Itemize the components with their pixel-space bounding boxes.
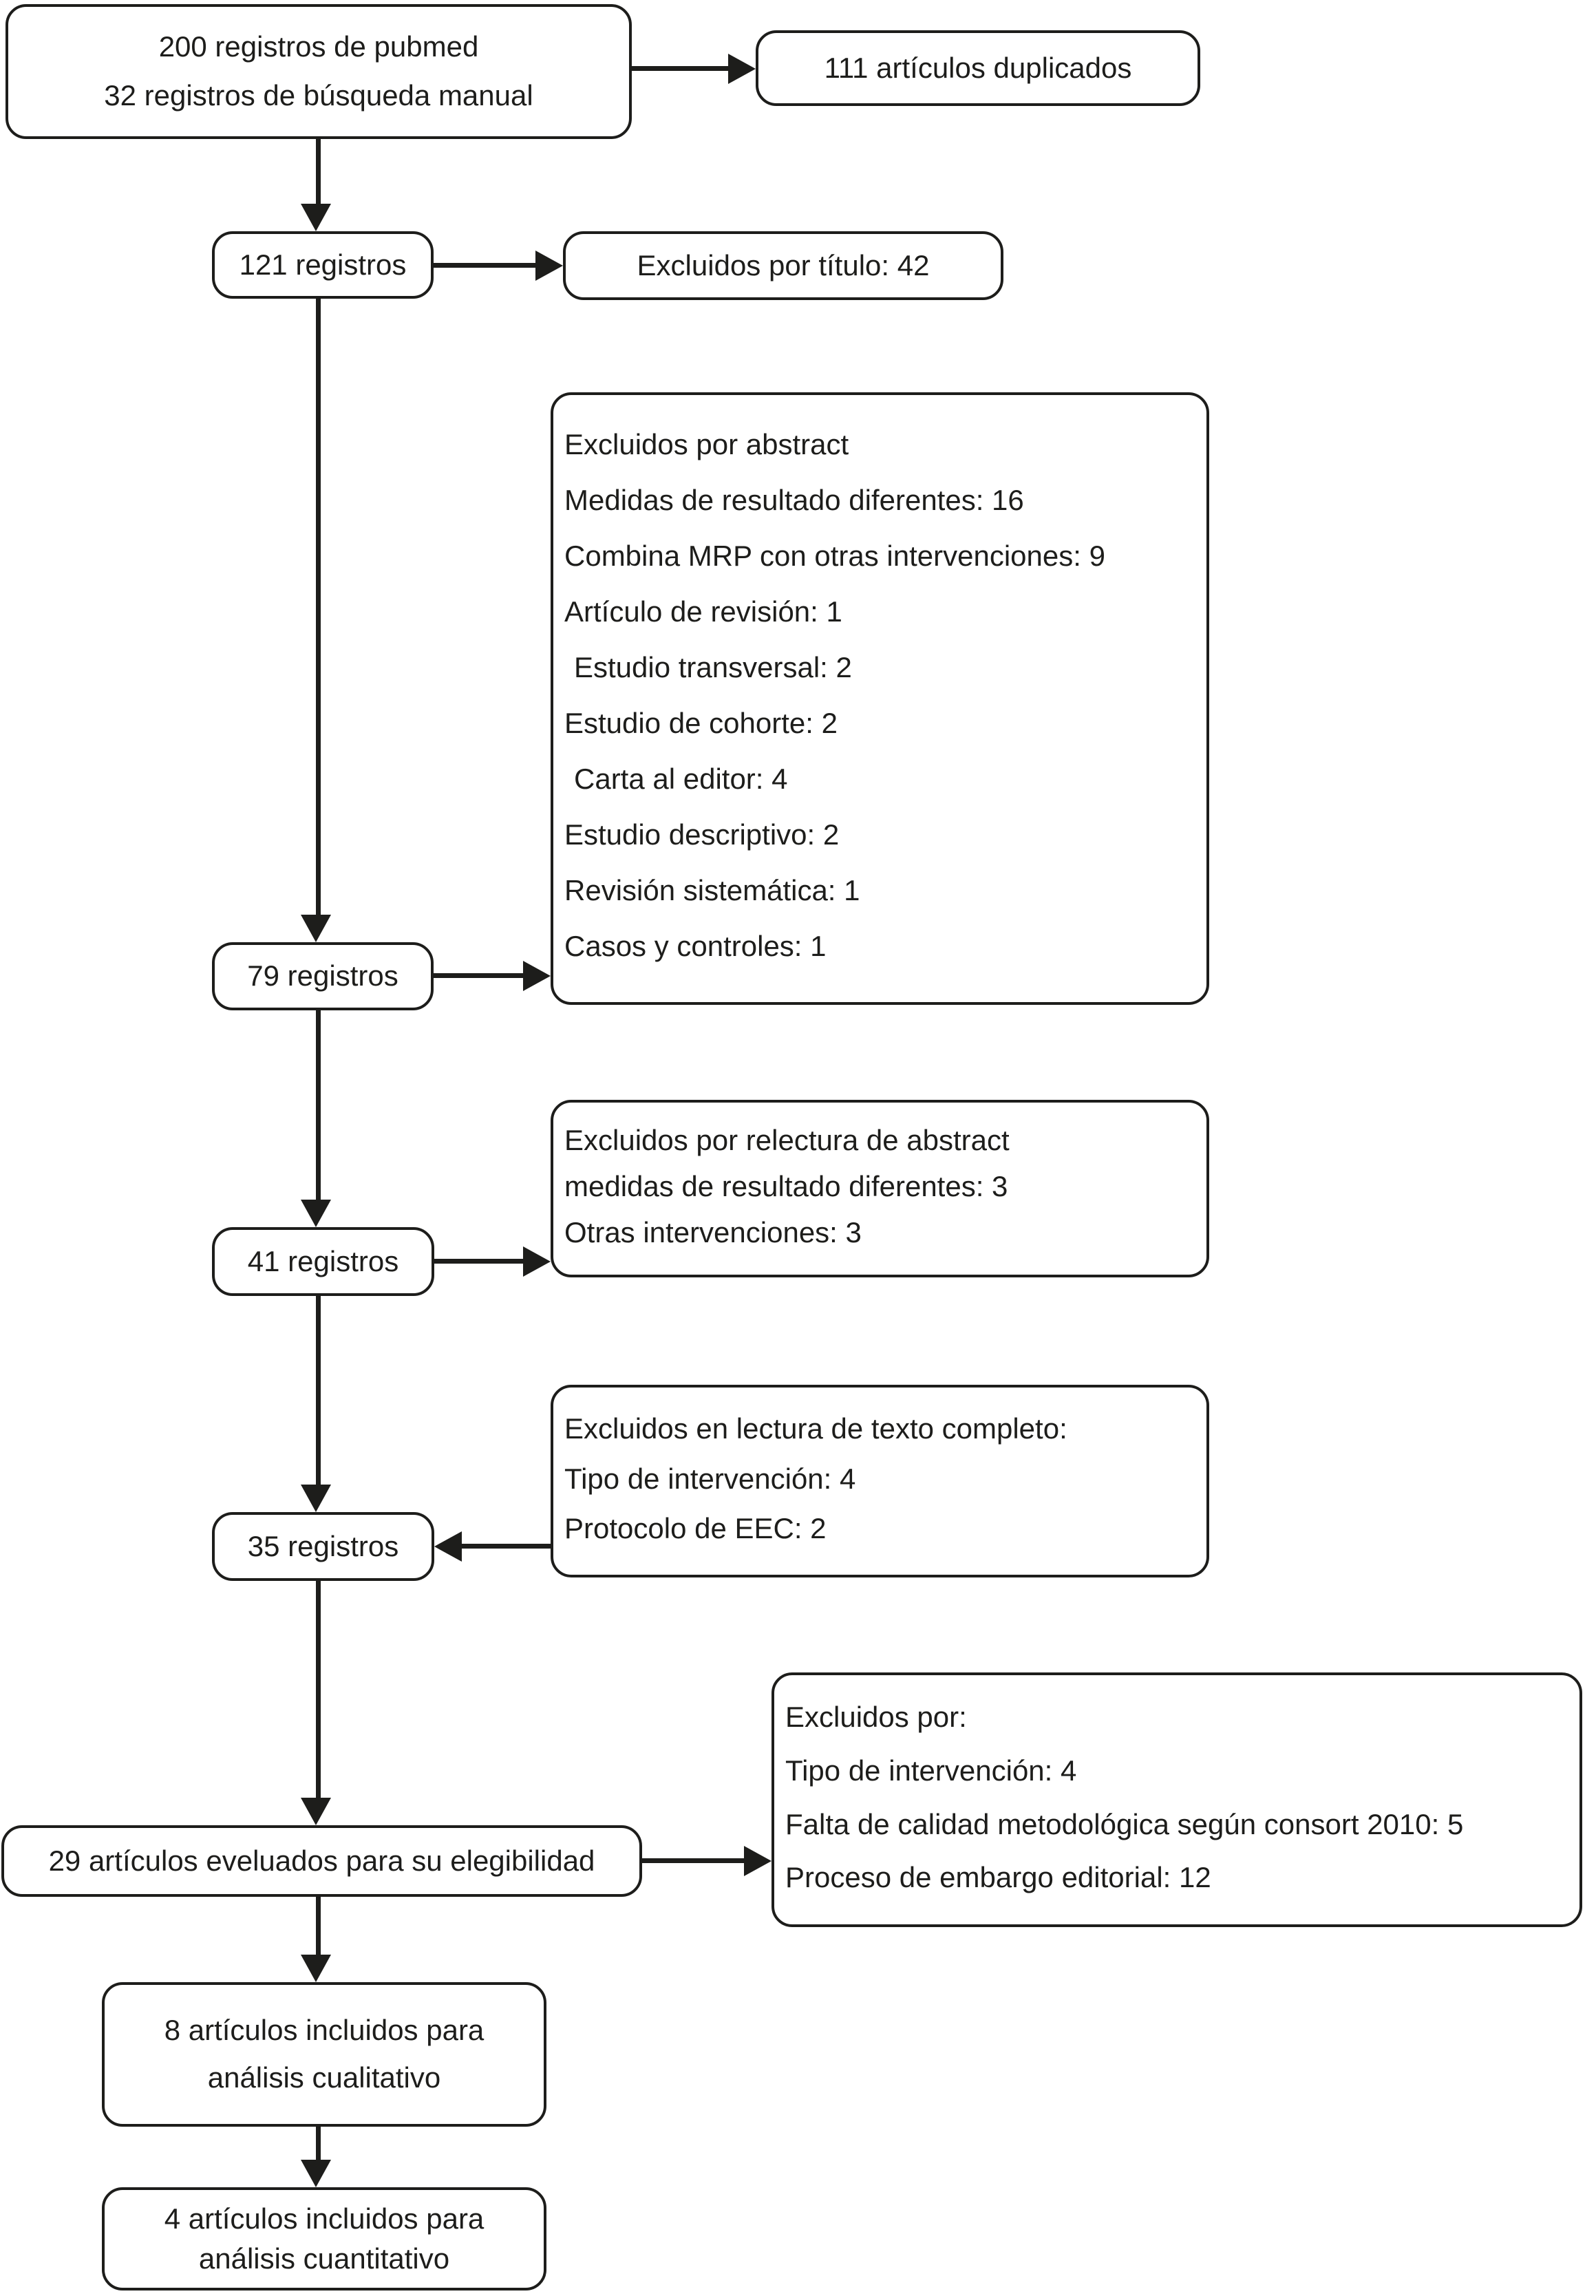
node-text-line: Proceso de embargo editorial: 12: [785, 1861, 1211, 1894]
node-text-line: Falta de calidad metodológica según cons…: [785, 1807, 1464, 1840]
connector-excluded-fulltext-to-records-35: [460, 1544, 551, 1549]
flow-node-records-41: 41 registros: [212, 1227, 434, 1296]
flow-node-records-79: 79 registros: [212, 942, 434, 1010]
node-text-line: 200 registros de pubmed: [158, 30, 479, 63]
node-text-line: Excluidos por relectura de abstract: [564, 1123, 1010, 1156]
node-text-line: Casos y controles: 1: [564, 930, 827, 963]
node-text-line: 41 registros: [247, 1244, 399, 1277]
arrowhead-down-icon: [301, 1200, 331, 1227]
node-text-line: 8 artículos incluidos para: [164, 2014, 485, 2047]
arrowhead-right-icon: [523, 1246, 551, 1277]
connector-eligible-29-to-qualitative-8: [316, 1897, 321, 1957]
flow-node-assessed-for-eligibility-29: 29 artículos eveluados para su elegibili…: [1, 1825, 642, 1897]
node-text-line: 4 artículos incluidos para: [164, 2202, 485, 2235]
connector-records-121-to-excluded-title: [434, 263, 537, 268]
connector-identification-to-duplicates: [632, 66, 730, 71]
arrowhead-down-icon: [301, 204, 331, 231]
node-text-line: 111 artículos duplicados: [824, 51, 1132, 84]
arrowhead-down-icon: [301, 1798, 331, 1825]
arrowhead-right-icon: [535, 251, 563, 281]
flow-node-excluded-full-text: Excluidos en lectura de texto completo: …: [551, 1385, 1209, 1577]
node-text-line: Excluidos por título: 42: [637, 248, 930, 281]
flow-node-duplicates: 111 artículos duplicados: [756, 30, 1200, 106]
node-text-line: Combina MRP con otras intervenciones: 9: [564, 540, 1105, 573]
arrowhead-left-icon: [434, 1531, 462, 1562]
flow-node-excluded-at-eligibility: Excluidos por: Tipo de intervención: 4 F…: [772, 1672, 1582, 1927]
node-text-line: Artículo de revisión: 1: [564, 595, 842, 628]
node-text-line: Estudio transversal: 2: [574, 651, 852, 684]
node-text-line: Otras intervenciones: 3: [564, 1215, 862, 1248]
arrowhead-right-icon: [523, 961, 551, 991]
node-text-line: Excluidos en lectura de texto completo:: [564, 1412, 1067, 1445]
flow-node-qualitative-analysis-8: 8 artículos incluidos para análisis cual…: [102, 1982, 546, 2127]
node-text-line: Excluidos por:: [785, 1701, 967, 1734]
connector-records-41-to-records-35: [316, 1296, 321, 1486]
connector-eligible-29-to-excluded-eligibility: [642, 1858, 745, 1863]
connector-records-35-to-eligible-29: [316, 1581, 321, 1799]
node-text-line: Medidas de resultado diferentes: 16: [564, 484, 1024, 517]
node-text-line: Revisión sistemática: 1: [564, 874, 860, 907]
connector-identification-to-records-121: [316, 139, 321, 206]
connector-records-121-to-records-79: [316, 299, 321, 916]
node-text-line: medidas de resultado diferentes: 3: [564, 1169, 1008, 1202]
arrowhead-down-icon: [301, 2160, 331, 2187]
node-text-line: análisis cualitativo: [207, 2061, 441, 2094]
node-text-line: Estudio descriptivo: 2: [564, 818, 840, 851]
node-text-line: 35 registros: [247, 1529, 399, 1562]
node-text-line: 29 artículos eveluados para su elegibili…: [48, 1844, 595, 1877]
connector-qualitative-8-to-quantitative-4: [316, 2127, 321, 2161]
node-text-line: análisis cuantitativo: [198, 2242, 450, 2275]
flow-node-identification: 200 registros de pubmed 32 registros de …: [6, 4, 632, 139]
node-text-line: Tipo de intervención: 4: [785, 1754, 1077, 1787]
arrowhead-right-icon: [728, 54, 756, 84]
node-text-line: 79 registros: [247, 959, 398, 992]
connector-records-41-to-excluded-reread: [434, 1259, 524, 1264]
arrowhead-down-icon: [301, 1955, 331, 1982]
connector-records-79-to-records-41: [316, 1010, 321, 1201]
flow-node-records-121: 121 registros: [212, 231, 434, 299]
arrowhead-down-icon: [301, 915, 331, 942]
arrowhead-right-icon: [744, 1846, 772, 1876]
flow-node-quantitative-analysis-4: 4 artículos incluidos para análisis cuan…: [102, 2187, 546, 2290]
flow-node-excluded-by-abstract: Excluidos por abstract Medidas de result…: [551, 392, 1209, 1005]
flow-node-excluded-by-title: Excluidos por título: 42: [563, 231, 1003, 300]
flow-node-records-35: 35 registros: [212, 1512, 434, 1581]
flow-node-excluded-by-abstract-rereading: Excluidos por relectura de abstract medi…: [551, 1100, 1209, 1277]
node-text-line: Protocolo de EEC: 2: [564, 1512, 827, 1545]
node-text-line: Tipo de intervención: 4: [564, 1462, 856, 1495]
connector-records-79-to-excluded-abstract: [434, 973, 524, 978]
node-text-line: 32 registros de búsqueda manual: [104, 79, 533, 112]
node-text-line: Estudio de cohorte: 2: [564, 707, 838, 740]
arrowhead-down-icon: [301, 1485, 331, 1512]
node-text-line: 121 registros: [239, 248, 407, 281]
node-text-line: Carta al editor: 4: [574, 763, 788, 796]
node-text-line: Excluidos por abstract: [564, 428, 849, 461]
